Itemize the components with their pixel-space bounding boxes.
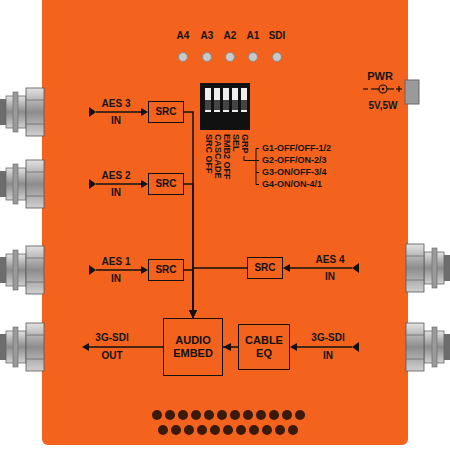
process-box: AUDIO EMBED bbox=[163, 318, 223, 376]
signal-name: AES 4 bbox=[316, 254, 345, 265]
group-setting: G2-OFF/ON-2/3 bbox=[262, 155, 327, 165]
signal-name: AES 1 bbox=[102, 256, 131, 267]
box-text: SRC bbox=[155, 178, 176, 190]
signal-lines bbox=[88, 112, 352, 347]
box-text: CABLE EQ bbox=[242, 334, 286, 359]
signal-name: IN bbox=[325, 271, 335, 282]
bnc-connector bbox=[0, 88, 44, 136]
signal-name: OUT bbox=[101, 350, 122, 361]
vent-holes bbox=[152, 410, 305, 435]
bnc-connector bbox=[0, 160, 44, 208]
signal-connector bbox=[193, 268, 247, 318]
bnc-connector bbox=[406, 323, 450, 371]
dip-switch bbox=[200, 83, 250, 130]
switch-label: SRC OFF bbox=[204, 134, 214, 174]
src-box: SRC bbox=[148, 259, 184, 281]
process-box: CABLE EQ bbox=[238, 324, 290, 370]
bnc-connector bbox=[406, 244, 450, 292]
group-setting: G2-OFF/ON-2/3 bbox=[262, 155, 327, 166]
signal-name: AES 3 bbox=[102, 98, 131, 110]
housing bbox=[42, 0, 408, 445]
group-setting: G1-OFF/OFF-1/2 bbox=[262, 143, 331, 154]
group-setting: G4-ON/ON-4/1 bbox=[262, 179, 322, 190]
signal-name: 3G-SDI bbox=[95, 332, 128, 344]
signal-name: IN bbox=[111, 115, 121, 127]
led-label: A3 bbox=[201, 30, 214, 42]
switch-label: GRP bbox=[240, 134, 250, 154]
signal-connector bbox=[184, 112, 193, 318]
group-bracket bbox=[244, 149, 259, 185]
led-label: A2 bbox=[224, 30, 237, 41]
power-rating: 5V,5W bbox=[368, 100, 397, 112]
power-rating: 5V,5W bbox=[368, 100, 397, 111]
switch-label: SRC OFF bbox=[203, 134, 214, 174]
signal-name: IN bbox=[111, 273, 121, 285]
power-label: PWR bbox=[367, 70, 393, 83]
signal-name: IN bbox=[111, 187, 121, 198]
src-box: SRC bbox=[247, 257, 283, 279]
led-label: A3 bbox=[201, 30, 214, 41]
led-label: A4 bbox=[177, 30, 190, 42]
signal-name: IN bbox=[325, 271, 335, 283]
group-setting: G3-ON/OFF-3/4 bbox=[262, 167, 327, 178]
signal-name: 3G-SDI bbox=[311, 332, 344, 343]
src-box: SRC bbox=[148, 173, 184, 195]
signal-name: AES 4 bbox=[316, 254, 345, 266]
switch-label: EMB2 OFF bbox=[222, 134, 232, 180]
signal-name: AES 1 bbox=[102, 256, 131, 268]
src-box: SRC bbox=[148, 101, 184, 123]
bnc-connector bbox=[0, 246, 44, 294]
led-label: A1 bbox=[247, 30, 260, 42]
led-label: A2 bbox=[224, 30, 237, 42]
signal-name: 3G-SDI bbox=[95, 332, 128, 343]
signal-name: IN bbox=[323, 350, 333, 362]
led-row bbox=[179, 53, 282, 62]
signal-name: IN bbox=[323, 350, 333, 361]
signal-arrowheads bbox=[82, 107, 359, 352]
power-label: PWR bbox=[367, 70, 393, 82]
group-setting: G4-ON/ON-4/1 bbox=[262, 179, 322, 189]
signal-name: IN bbox=[111, 187, 121, 199]
led-label: SDI bbox=[269, 30, 286, 41]
signal-connector bbox=[184, 270, 193, 318]
box-text: SRC bbox=[254, 262, 275, 274]
box-text: SRC bbox=[155, 106, 176, 118]
signal-name: OUT bbox=[101, 350, 122, 362]
signal-connector bbox=[223, 346, 238, 348]
led-label: A1 bbox=[247, 30, 260, 41]
bnc-connector bbox=[0, 323, 44, 371]
box-text: SRC bbox=[155, 264, 176, 276]
polarity-symbol bbox=[363, 85, 402, 93]
power-jack bbox=[405, 80, 419, 104]
switch-label: EMB2 OFF bbox=[221, 134, 232, 180]
switch-label: GRP bbox=[239, 134, 250, 154]
signal-name: 3G-SDI bbox=[311, 332, 344, 344]
group-setting: G3-ON/OFF-3/4 bbox=[262, 167, 327, 177]
switch-label: SEL bbox=[230, 134, 241, 152]
led-label: A4 bbox=[177, 30, 190, 41]
switch-label: CASCADE bbox=[213, 134, 223, 179]
led-label: SDI bbox=[269, 30, 286, 42]
signal-name: AES 2 bbox=[102, 170, 131, 182]
switch-label: CASCADE bbox=[212, 134, 223, 179]
signal-name: IN bbox=[111, 273, 121, 284]
signal-name: AES 2 bbox=[102, 170, 131, 181]
polarity-dot bbox=[382, 88, 385, 91]
signal-name: AES 3 bbox=[102, 98, 131, 109]
box-text: AUDIO EMBED bbox=[167, 334, 219, 359]
signal-connector bbox=[184, 184, 193, 318]
signal-name: IN bbox=[111, 115, 121, 126]
group-setting: G1-OFF/OFF-1/2 bbox=[262, 143, 331, 153]
switch-label: SEL bbox=[231, 134, 241, 152]
